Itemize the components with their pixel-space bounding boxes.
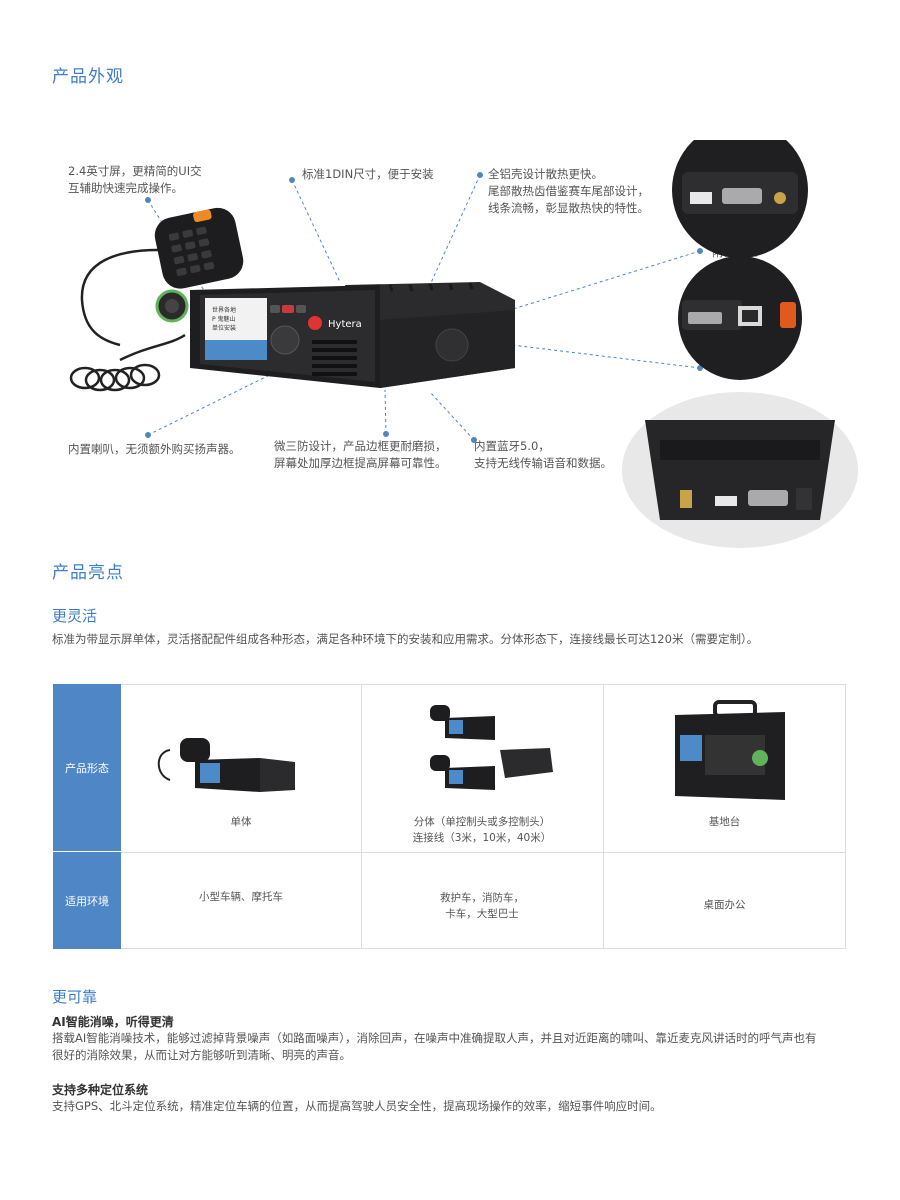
microphone-icon [154,207,244,289]
single-unit-icon [157,738,295,792]
callout-bluetooth: 内置蓝牙5.0， 支持无线传输语音和数据。 [474,439,612,470]
feature-positioning-title: 支持多种定位系统 [52,1083,149,1097]
callout-speaker: 内置喇叭，无须额外购买扬声器。 [68,442,241,456]
flexible-description: 标准为带显示屏单体，灵活搭配配件组成各种形态，满足各种环境下的安装和应用需求。分… [52,632,759,646]
leader-lines [147,174,701,441]
base-station-icon [675,700,785,800]
subtitle-flexible: 更灵活 [52,607,98,625]
product-illustration: 世界各地 P 鬼魅山 单位安装 Hytera [69,140,858,548]
callout-din: 标准1DIN尺寸，便于安装 [302,167,434,181]
section-title-highlights: 产品亮点 [52,563,124,583]
svg-text:单位安装: 单位安装 [212,324,236,332]
subtitle-reliable: 更可靠 [52,988,98,1006]
env-base: 桌面办公 [703,899,746,911]
callout-aluminum: 全铝壳设计散热更快。 尾部散热齿借鉴赛车尾部设计， 线条流畅，彰显散热快的特性。 [488,167,649,215]
svg-text:世界各地: 世界各地 [212,306,236,314]
callout-screen: 2.4英寸屏，更精简的UI交 互辅助快速完成操作。 [68,164,202,195]
inset-rear-full [622,392,858,548]
callout-proof: 微三防设计，产品边框更耐磨损， 屏幕处加厚边框提高屏幕可靠性。 [274,439,447,470]
inset-ports [678,256,802,380]
feature-ai-noise-title: AI智能消噪，听得更清 [52,1015,174,1029]
feature-positioning-text: 支持GPS、北斗定位系统，精准定位车辆的位置，从而提高驾驶人员安全性，提高现场操… [52,1099,662,1113]
power-button-icon [308,316,322,330]
form-base-label: 基地台 [708,816,741,828]
brand-logo: Hytera [328,319,362,330]
radio-body: 世界各地 P 鬼魅山 单位安装 Hytera [190,282,515,388]
svg-text:P 鬼魅山: P 鬼魅山 [212,315,236,323]
form-split-label: 分体（单控制头或多控制头） 连接线（3米，10米，40米） [412,816,552,844]
split-unit-icon [430,705,553,790]
feature-ai-noise-text: 搭载AI智能消噪技术，能够过滤掉背景噪声（如路面噪声），消除回声，在噪声中准确提… [52,1031,817,1062]
env-single: 小型车辆、摩托车 [199,891,283,903]
env-split: 救护车，消防车， 卡车，大型巴士 [440,892,524,920]
form-single-label: 单体 [230,816,252,828]
section-title-appearance: 产品外观 [52,67,124,87]
table-row-header-form: 产品形态 [53,684,121,852]
inset-rear-top [672,140,808,258]
coiled-cord-icon [69,248,186,392]
table-row-header-env: 适用环境 [53,852,121,949]
